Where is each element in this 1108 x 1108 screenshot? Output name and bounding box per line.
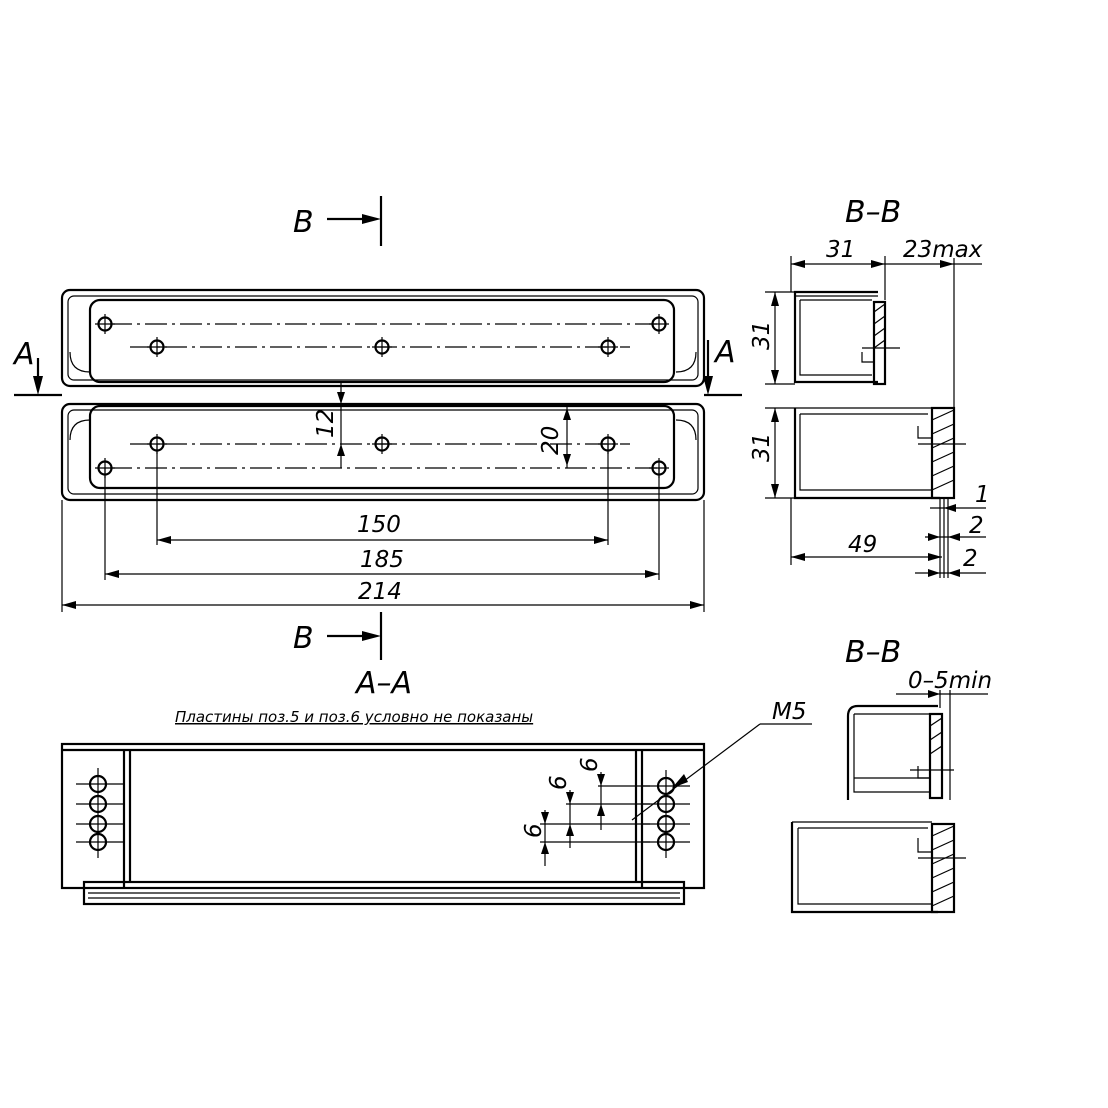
bb-height-31-top: 31	[749, 321, 775, 350]
upper-part-inner	[67, 295, 699, 381]
aa-dim-6b: 6	[546, 775, 572, 790]
dim-12: 12	[313, 409, 339, 438]
aa-base-rail	[82, 880, 686, 906]
view-aa-title: A–A	[354, 666, 412, 701]
lower-part-outline	[60, 402, 706, 502]
bb-width-31: 31	[826, 237, 855, 263]
lower-left-corner	[69, 419, 91, 441]
view-bb-title: B–B	[845, 195, 901, 230]
lower-part-inner	[67, 409, 699, 495]
gap-0-5min: 0–5min	[908, 668, 992, 694]
bb-upper-channel	[793, 290, 878, 384]
bb-49: 49	[848, 532, 877, 558]
aa-dim-6a: 6	[577, 757, 603, 772]
upper-right-corner	[675, 351, 697, 373]
aa-body-outline	[60, 742, 706, 890]
bb-dim-2b: 2	[963, 546, 978, 572]
thread-m5: M5	[772, 699, 806, 725]
bb-dim-1: 1	[975, 482, 990, 508]
dim-214: 214	[358, 579, 402, 605]
plan-view: B B A A 12 20 150	[12, 196, 742, 660]
bb-lower-plate	[930, 406, 956, 500]
bb2-lower-plate	[930, 822, 956, 914]
bb2-lower-channel	[790, 822, 938, 914]
upper-left-corner	[69, 351, 91, 373]
section-bb2-view: B–B 0–5min	[790, 635, 992, 914]
bb-upper-plate	[872, 300, 887, 386]
bb2-upper-channel	[846, 704, 938, 800]
upper-part-plate	[88, 298, 676, 384]
dim-185: 185	[360, 547, 404, 573]
lower-right-corner	[675, 419, 697, 441]
aa-dim-6c: 6	[521, 823, 547, 838]
bb-dim-2a: 2	[969, 513, 984, 539]
lower-part-plate	[88, 404, 676, 490]
plates-note: Пластины поз.5 и поз.6 условно не показа…	[175, 708, 533, 726]
section-b-bottom-label: B	[293, 621, 314, 656]
bb-height-31-bottom: 31	[749, 433, 775, 462]
section-bb-view: B–B	[749, 195, 990, 578]
mounting-holes	[95, 314, 669, 478]
dim-20: 20	[538, 426, 564, 455]
section-a-right-label: A	[713, 335, 736, 370]
section-b-top-label: B	[293, 205, 314, 240]
section-a-left-label: A	[12, 337, 35, 372]
upper-part-outline	[60, 288, 706, 388]
section-aa-view: A–A Пластины поз.5 и поз.6 условно не по…	[60, 666, 812, 906]
dim-150: 150	[357, 512, 401, 538]
bb-23max: 23max	[903, 237, 983, 263]
bb2-upper-plate	[928, 712, 944, 800]
view-bb2-title: B–B	[845, 635, 901, 670]
bb-lower-channel	[793, 408, 940, 500]
aa-left-holes	[76, 768, 124, 858]
